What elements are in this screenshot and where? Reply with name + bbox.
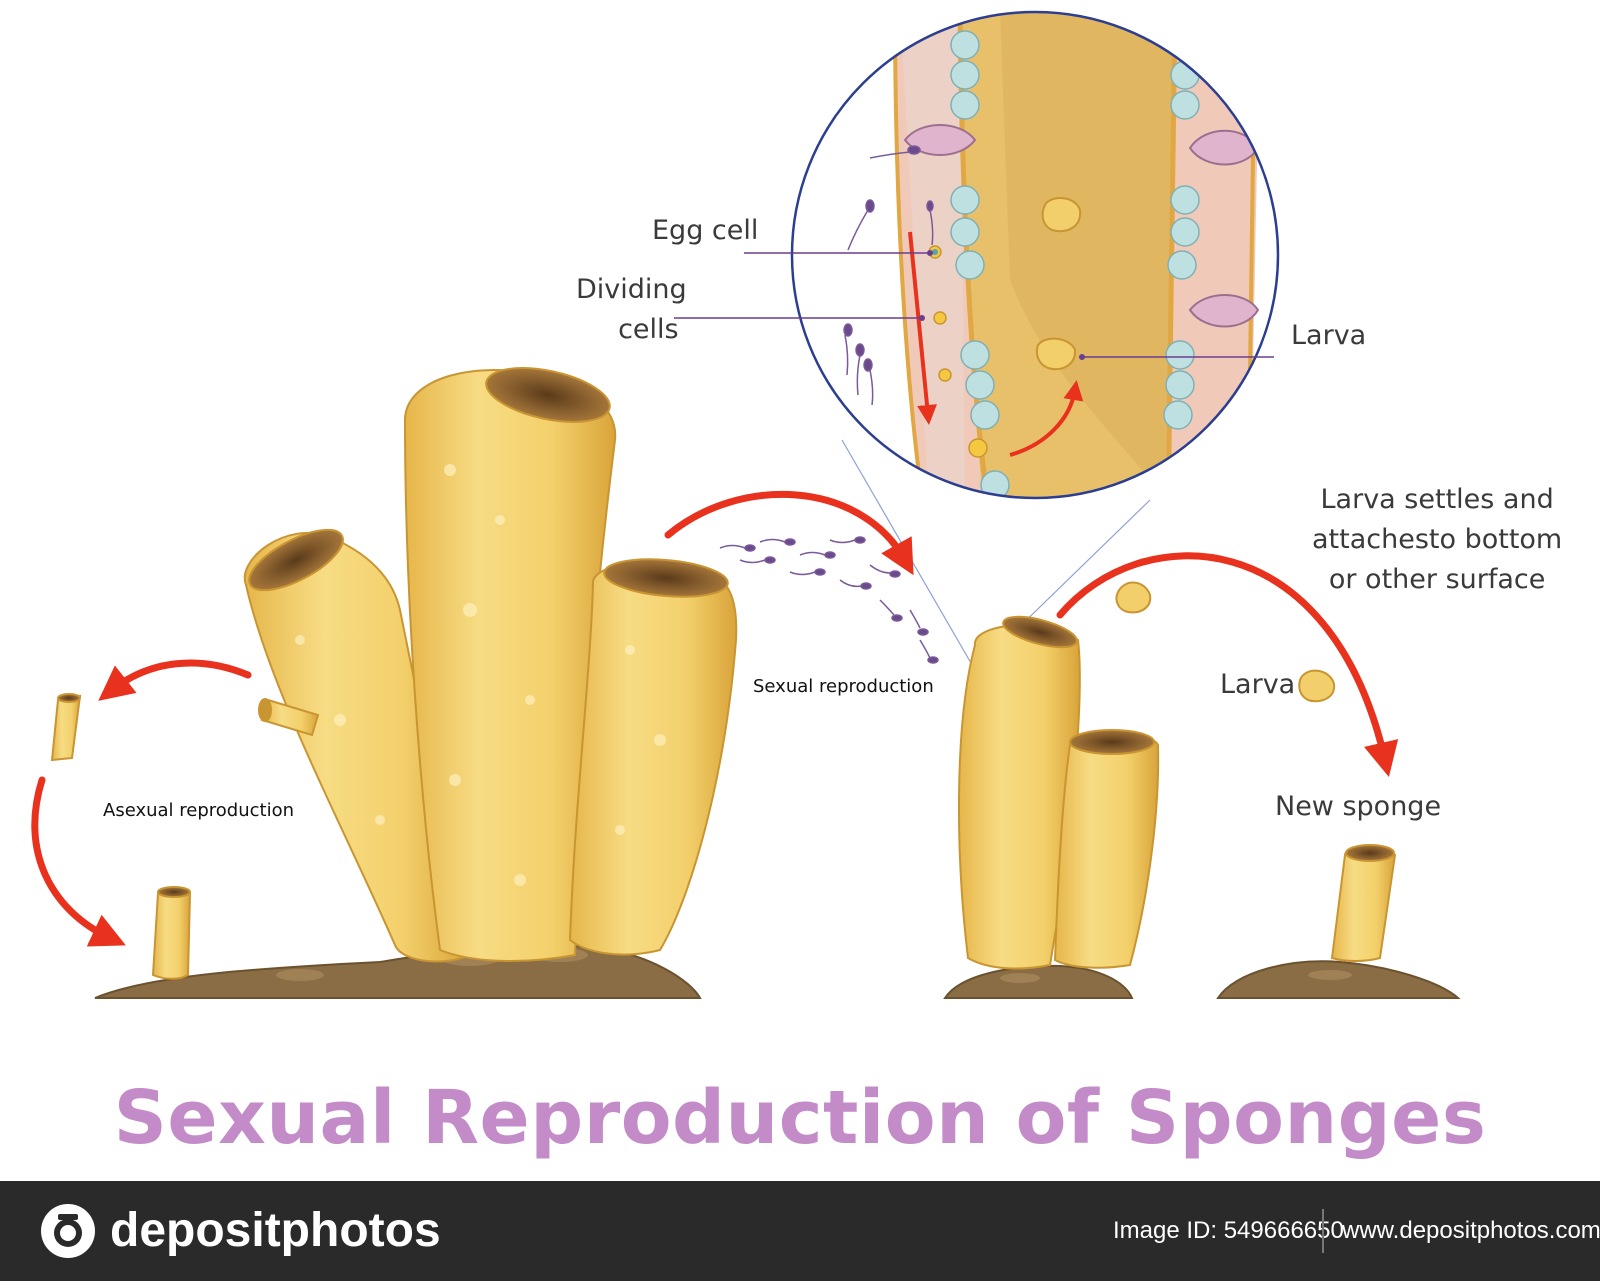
new-sponge <box>1330 844 1397 962</box>
soil-mound-middle <box>943 964 1134 999</box>
sponge-middle-short <box>1053 732 1160 969</box>
sponge-reproduction-diagram <box>31 10 1461 999</box>
process-arrows <box>31 490 1399 947</box>
label-dividing-cells: Dividing cells <box>576 270 687 350</box>
label-larva-floating: Larva <box>1220 669 1296 700</box>
footer-url[interactable]: www.depositphotos.com <box>1342 1217 1600 1244</box>
label-new-sponge: New sponge <box>1275 791 1442 822</box>
label-dividing-line1: Dividing <box>576 274 687 305</box>
inset-border <box>790 10 1280 500</box>
sponge-small-asexual <box>151 886 192 980</box>
arrow-sexual-reproduction <box>664 490 914 576</box>
label-egg-cell: Egg cell <box>652 215 759 246</box>
soil-mound-right <box>1216 960 1461 999</box>
label-larva-inset: Larva <box>1291 320 1367 351</box>
label-settles-line1: Larva settles and <box>1320 484 1554 515</box>
larva-top <box>1115 581 1152 614</box>
label-settles-line3: or other surface <box>1328 564 1546 595</box>
label-asexual-reproduction: Asexual reproduction <box>103 800 294 821</box>
sponge-cluster-large <box>243 367 738 963</box>
larva-middle <box>1298 669 1336 703</box>
arrow-larva-to-new-sponge <box>1056 552 1399 778</box>
sponge-pair-middle <box>957 615 1160 970</box>
footer-brand: depositphotos <box>110 1204 441 1257</box>
label-sexual-reproduction: Sexual reproduction <box>753 676 934 697</box>
larva-icons <box>1115 581 1336 703</box>
page-title: Sexual Reproduction of Sponges <box>113 1075 1487 1161</box>
sponge-tube-right <box>568 563 738 956</box>
footer-divider <box>1322 1209 1324 1253</box>
fragment-falling <box>50 693 82 762</box>
arrow-asexual-bottom <box>31 776 126 947</box>
label-larva-settles: Larva settles and attachesto bottom or o… <box>1312 480 1562 600</box>
camera-logo-icon <box>41 1204 95 1258</box>
footer-image-id: Image ID: 549666650 <box>1113 1217 1344 1244</box>
arrow-asexual-top <box>98 659 252 701</box>
leader-lines <box>674 250 1274 360</box>
inset-magnified-view <box>790 10 1280 500</box>
label-dividing-line2: cells <box>618 314 679 345</box>
sperm-stream <box>719 536 939 664</box>
label-settles-line2: attachesto bottom <box>1312 524 1563 555</box>
footer-bar: depositphotos Image ID: 549666650 www.de… <box>0 1181 1600 1281</box>
